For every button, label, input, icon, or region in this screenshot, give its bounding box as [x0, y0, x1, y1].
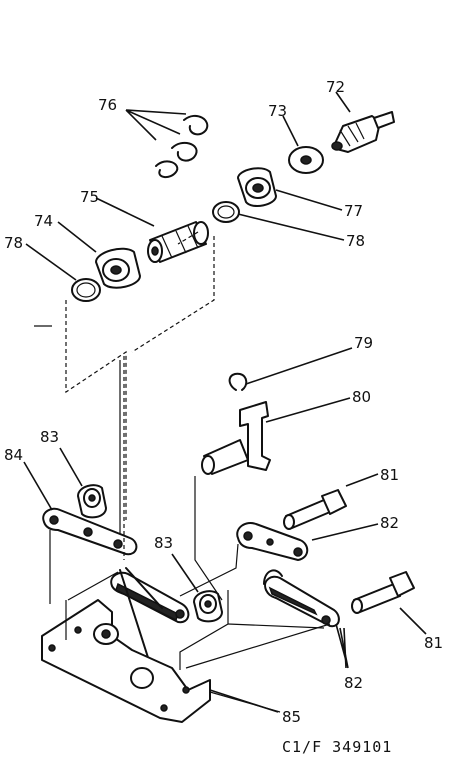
label-78-right: 78	[346, 232, 365, 250]
label-76: 76	[98, 96, 117, 114]
label-83-lower: 83	[154, 534, 173, 552]
label-78-left: 78	[4, 234, 23, 252]
label-74: 74	[34, 212, 53, 230]
part-75-shaft	[147, 221, 209, 263]
label-73: 73	[268, 102, 287, 120]
part-81-screw-lower	[351, 571, 415, 614]
label-79: 79	[354, 334, 373, 352]
part-83-roller-lower	[193, 590, 223, 623]
label-72: 72	[326, 78, 345, 96]
part-76-clips	[155, 114, 209, 178]
label-77: 77	[344, 202, 363, 220]
part-73-washer	[288, 146, 324, 174]
label-82-upper: 82	[380, 514, 399, 532]
part-80-bracket	[194, 401, 271, 601]
label-80: 80	[352, 388, 371, 406]
leader-lines	[23, 91, 427, 713]
part-74-bushing	[95, 247, 141, 289]
part-72-stud	[331, 111, 395, 153]
label-83-upper: 83	[40, 428, 59, 446]
part-78-ring-left	[71, 278, 101, 302]
label-81-upper: 81	[380, 466, 399, 484]
part-78-ring-upper	[212, 201, 240, 223]
actuator-arm-assembly	[110, 567, 190, 671]
part-83-roller-upper	[77, 484, 107, 519]
part-79-eclip	[228, 372, 248, 391]
callout-labels: 72 73 76 75 74 78 77 78 79 80 81 82 83 8…	[4, 78, 443, 726]
label-85: 85	[282, 708, 301, 726]
label-81-lower: 81	[424, 634, 443, 652]
alignment-lines-upper	[34, 231, 215, 540]
part-77-bushing	[237, 167, 277, 207]
part-82-link-upper	[236, 522, 309, 561]
drawing-code: C1/F 349101	[282, 738, 392, 756]
label-84: 84	[4, 446, 23, 464]
part-82-link-lower	[263, 569, 340, 628]
label-82-lower: 82	[344, 674, 363, 692]
part-81-screw-upper	[283, 489, 347, 530]
part-85-base-plate	[41, 599, 211, 723]
label-75: 75	[80, 188, 99, 206]
part-84-lever	[42, 507, 138, 556]
